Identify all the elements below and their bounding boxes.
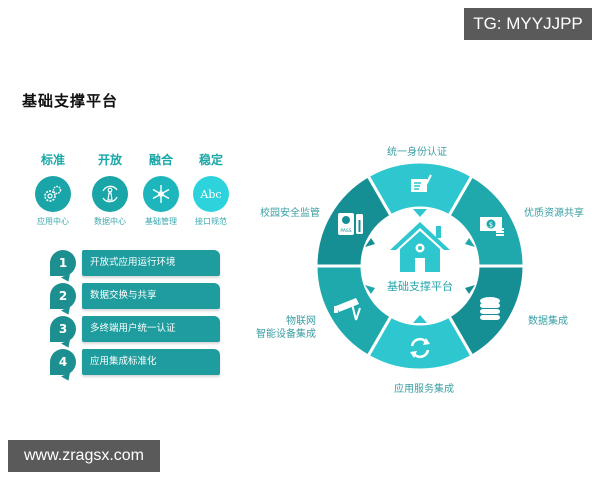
feature-stable: 稳定 Abc 接口规范 xyxy=(186,152,236,228)
database-icon xyxy=(480,297,500,320)
ring-label-app-service: 应用服务集成 xyxy=(394,384,454,395)
document-pen-icon xyxy=(411,174,432,192)
feature-open: 开放 数据中心 xyxy=(85,152,135,228)
feature-standard: 标准 应用中心 xyxy=(28,152,78,228)
feature-head: 融合 xyxy=(148,153,173,167)
ring-label-resource: 优质资源共享 xyxy=(524,208,584,219)
person-cycle-icon xyxy=(92,176,128,212)
step-item: 3 多终端用户统一认证 xyxy=(50,316,220,344)
step-number: 4 xyxy=(50,349,76,375)
step-label: 多终端用户统一认证 xyxy=(82,316,220,342)
feature-label: 数据中心 xyxy=(94,217,126,226)
camera-icon xyxy=(334,298,361,321)
ring-center-label: 基础支撑平台 xyxy=(387,279,453,293)
watermark-top: TG: MYYJJPP xyxy=(464,8,592,40)
step-item: 1 开放式应用运行环境 xyxy=(50,250,220,278)
feature-head: 开放 xyxy=(97,153,122,167)
svg-text:PASS: PASS xyxy=(340,228,351,234)
money-icon: $ xyxy=(480,217,504,236)
step-number: 3 xyxy=(50,316,76,342)
step-number: 2 xyxy=(50,283,76,309)
ring-label-security: 校园安全监管 xyxy=(260,208,320,219)
refresh-icon xyxy=(410,337,430,359)
feature-label: 应用中心 xyxy=(37,217,69,226)
step-label: 开放式应用运行环境 xyxy=(82,250,220,276)
ring-diagram: 基础支撑平台 $ PASS xyxy=(314,160,526,372)
step-item: 2 数据交换与共享 xyxy=(50,283,220,311)
step-label: 数据交换与共享 xyxy=(82,283,220,309)
gears-icon xyxy=(35,176,71,212)
passport-icon: PASS xyxy=(338,213,363,235)
ring-label-iot-line1: 物联网 xyxy=(286,316,316,327)
svg-text:$: $ xyxy=(489,221,493,229)
page-title: 基础支撑平台 xyxy=(22,92,119,110)
step-item: 4 应用集成标准化 xyxy=(50,349,220,377)
feature-label: 接口规范 xyxy=(195,217,227,226)
feature-head: 标准 xyxy=(40,153,65,167)
watermark-bottom: www.zragsx.com xyxy=(8,440,160,472)
step-label: 应用集成标准化 xyxy=(82,349,220,375)
abc-text-icon: Abc xyxy=(193,176,229,212)
feature-fusion: 融合 基础管理 xyxy=(136,152,186,228)
ring-label-iot-line2: 智能设备集成 xyxy=(256,329,316,340)
feature-label: 基础管理 xyxy=(145,217,177,226)
ring-label-data: 数据集成 xyxy=(528,316,568,327)
house-icon xyxy=(390,222,450,272)
step-number: 1 xyxy=(50,250,76,276)
snowflake-icon xyxy=(143,176,179,212)
ring-label-identity: 统一身份认证 xyxy=(387,147,447,158)
feature-head: 稳定 xyxy=(198,153,223,167)
